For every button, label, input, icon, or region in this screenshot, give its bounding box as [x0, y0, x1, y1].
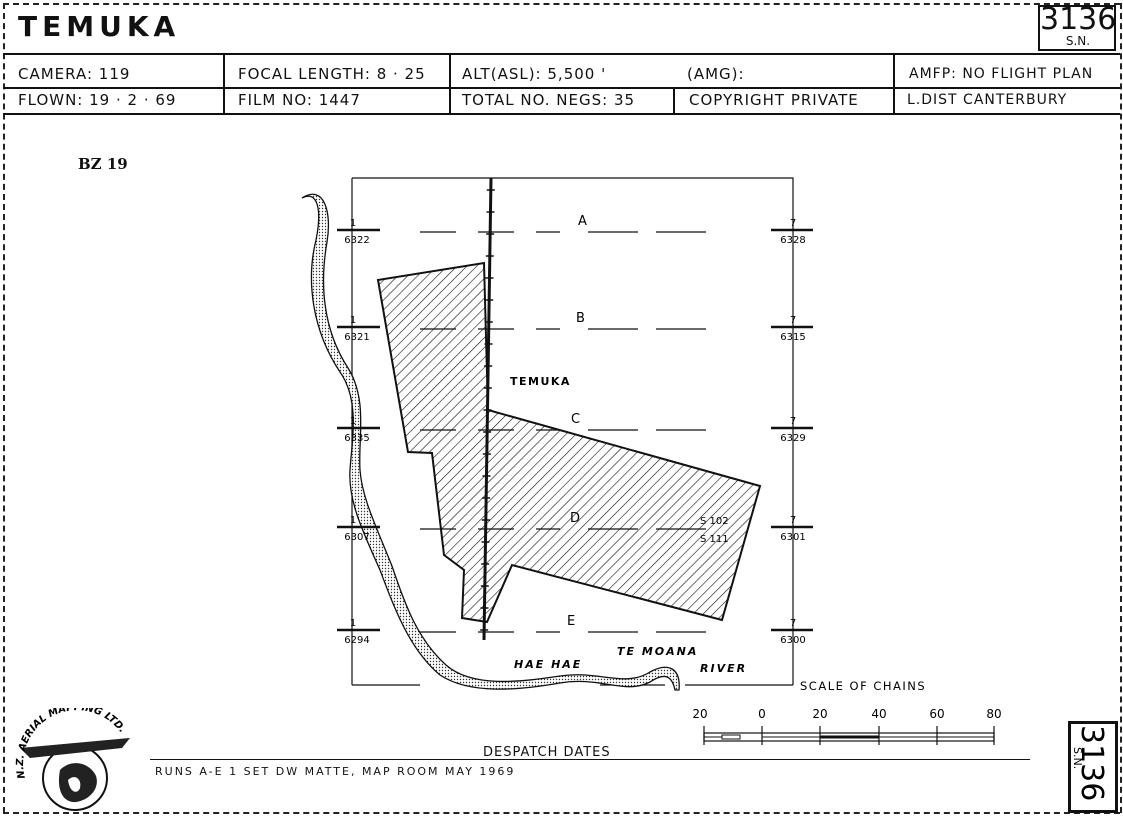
top-border	[3, 3, 1120, 5]
flown-field: FLOWN: 19 · 2 · 69	[18, 91, 177, 109]
river-band	[301, 193, 680, 691]
film-number-field: FILM NO: 1447	[238, 91, 361, 109]
run-right-strip: 7	[790, 315, 796, 326]
scale-tick-label: 80	[986, 707, 1001, 721]
page-title: TEMUKA	[18, 10, 181, 43]
survey-mark-label: S 111	[700, 534, 729, 545]
map-code: BZ 19	[78, 155, 128, 173]
run-right-strip: 7	[790, 218, 796, 229]
run-left-strip: 1	[350, 515, 356, 526]
header-rule-1	[3, 53, 1120, 55]
sortie-number-box	[1038, 5, 1116, 51]
river-label-te-moana: TE MOANA	[617, 645, 698, 658]
river-label-hae-hae: HAE HAE	[514, 658, 582, 671]
run-right-photo: 6328	[780, 235, 805, 246]
run-left-photo: 6294	[344, 635, 369, 646]
sortie-number: 3136	[1040, 2, 1117, 37]
railway-line	[482, 177, 493, 641]
run-right-strip: 7	[790, 515, 796, 526]
coverage-area	[376, 261, 762, 624]
run-label: E	[567, 614, 575, 629]
scale-bar	[703, 726, 995, 745]
amfp-field: AMFP: NO FLIGHT PLAN	[909, 66, 1094, 82]
header-rule-3	[3, 113, 1120, 115]
camera-field: CAMERA: 119	[18, 65, 131, 83]
river-label-river: RIVER	[700, 662, 747, 675]
run-left-photo: 6335	[344, 433, 369, 444]
corner-sortie-number: 3136 S.N.	[1071, 725, 1109, 801]
run-left-strip: 1	[350, 416, 356, 427]
despatch-dates-title: DESPATCH DATES	[483, 745, 611, 760]
run-right-strip: 7	[790, 416, 796, 427]
scale-tick-labels: 20 0 20 40 60 80	[692, 707, 1001, 721]
header-divider	[223, 55, 225, 113]
copyright-field: COPYRIGHT PRIVATE	[689, 91, 859, 109]
svg-text:3136: 3136	[1074, 725, 1109, 801]
run-label: D	[570, 511, 580, 526]
header-rule-2	[3, 87, 1120, 89]
run-label: A	[578, 214, 587, 229]
place-label-temuka: TEMUKA	[510, 375, 571, 388]
header-divider	[673, 88, 675, 113]
svg-text:S.N.: S.N.	[1071, 747, 1084, 769]
run-left-strip: 1	[350, 315, 356, 326]
despatch-rule	[150, 759, 1030, 760]
sheet-frame	[3, 3, 1122, 813]
run-left-strip: 1	[350, 218, 356, 229]
corner-sortie-box	[1068, 721, 1118, 813]
run-left-photo: 6321	[344, 332, 369, 343]
amg-field: (AMG):	[687, 65, 745, 83]
scale-tick-label: 20	[692, 707, 707, 721]
run-right-photo: 6300	[780, 635, 805, 646]
bottom-border	[3, 812, 1120, 814]
run-right-strip: 7	[790, 618, 796, 629]
scale-tick-label: 60	[929, 707, 944, 721]
sortie-number-suffix: S.N.	[1065, 34, 1091, 48]
despatch-dates-text: RUNS A-E 1 SET DW MATTE, MAP ROOM MAY 19…	[155, 765, 516, 778]
run-left-photo: 6307	[344, 532, 369, 543]
header-divider	[893, 55, 895, 113]
run-left-strip: 1	[350, 618, 356, 629]
total-negs-field: TOTAL NO. NEGS: 35	[462, 91, 636, 109]
run-right-photo: 6301	[780, 532, 805, 543]
nz-aerial-mapping-logo: N.Z. AERIAL MAPPING LTD.	[15, 708, 130, 811]
scale-tick-label: 0	[758, 707, 766, 721]
altitude-field: ALT(ASL): 5,500 '	[462, 65, 607, 83]
run-right-photo: 6315	[780, 332, 805, 343]
run-right-photo: 6329	[780, 433, 805, 444]
scale-title: SCALE OF CHAINS	[800, 679, 926, 693]
map-boundary	[351, 177, 794, 686]
run-left-photo: 6322	[344, 235, 369, 246]
survey-mark-label: S 102	[700, 516, 729, 527]
run-label: C	[571, 412, 580, 427]
scale-tick-label: 40	[871, 707, 886, 721]
scale-tick-label: 20	[812, 707, 827, 721]
land-district-field: L.DIST CANTERBURY	[907, 92, 1068, 108]
railway-ticks	[480, 189, 495, 631]
run-label: B	[576, 311, 585, 326]
header-divider	[449, 55, 451, 113]
focal-length-field: FOCAL LENGTH: 8 · 25	[238, 65, 426, 83]
